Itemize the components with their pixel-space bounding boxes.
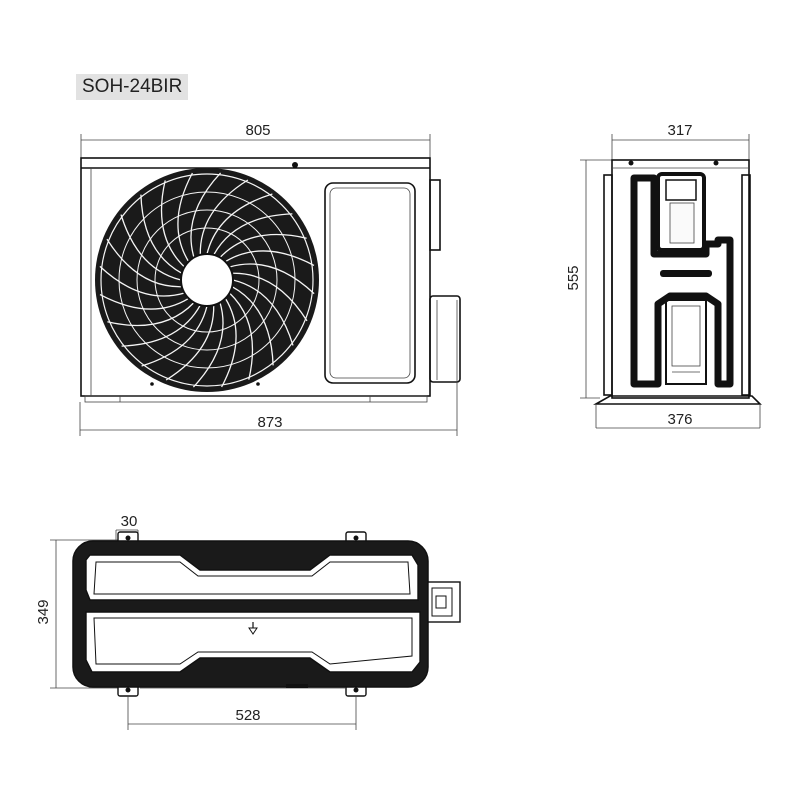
dim-top-width: 805 xyxy=(245,122,270,139)
dim-foot-offset: 30 xyxy=(121,513,138,530)
fan-blade xyxy=(121,304,201,347)
fan-blade xyxy=(225,250,315,266)
top-view: 30 349 xyxy=(35,513,461,730)
fan-blade xyxy=(206,193,273,255)
fan-blade xyxy=(190,172,222,258)
dim-foot-spacing: 528 xyxy=(235,707,260,724)
fan-blade xyxy=(232,279,294,346)
side-view: 317 555 376 xyxy=(565,122,762,429)
fan-blade xyxy=(99,294,189,310)
dim-bottom-width: 873 xyxy=(257,414,282,431)
fan-blade xyxy=(165,305,215,381)
fan-blade xyxy=(120,214,182,281)
fan-blade xyxy=(106,238,182,288)
valve-icon xyxy=(248,622,258,635)
dim-height: 555 xyxy=(565,265,582,290)
fan-icon xyxy=(95,168,319,392)
model-label: SOH-24BIR xyxy=(76,74,189,100)
fan-blade xyxy=(140,194,183,274)
fan-blade xyxy=(219,233,307,258)
dim-top-depth: 349 xyxy=(35,599,52,624)
dim-base-depth: 376 xyxy=(667,411,692,428)
dim-depth: 317 xyxy=(667,122,692,139)
fan-blade xyxy=(231,286,274,366)
fan-blade xyxy=(177,172,193,262)
fan-blade xyxy=(229,292,254,380)
fan-blade xyxy=(199,179,249,255)
fan-blade xyxy=(99,265,185,297)
front-view: 805 873 xyxy=(79,122,461,436)
fan-blade xyxy=(221,298,237,388)
fan-blade xyxy=(192,302,224,388)
screw-icon xyxy=(292,162,298,168)
fan-blade xyxy=(107,302,195,327)
fan-blade xyxy=(160,180,185,268)
fan-blade xyxy=(229,263,315,295)
fan-blade xyxy=(213,213,293,256)
fan-blade xyxy=(141,305,208,367)
fan-blade xyxy=(232,272,308,322)
